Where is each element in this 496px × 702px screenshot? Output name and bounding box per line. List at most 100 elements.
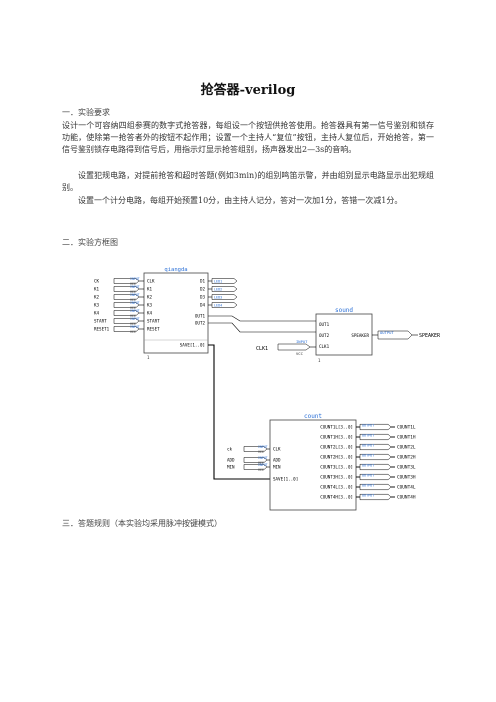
qiangda-port-out-2: D3: [200, 295, 206, 300]
qiangda-port-out-1: D2: [200, 287, 206, 292]
clk1-input: CLK1 INPUT VCC: [256, 339, 316, 356]
input-pin-label-5: START: [94, 319, 107, 324]
count-output-symbol-6: [359, 483, 392, 491]
sound-block: sound OUT1 OUT2 CLK1 SPEAKER 1: [315, 307, 373, 363]
count-output-symbol-7: [359, 493, 392, 501]
paragraph-score-circuit: 设置一个计分电路，每组开始预置10分，由主持人记分，答对一次加1分，答错一次减1…: [78, 196, 403, 205]
paragraph-requirements: 设计一个可容纳四组参赛的数字式抢答器，每组设一个按钮供抢答使用。抢答器具有第一信…: [62, 121, 434, 155]
count-output-tag-4: OUTPUT: [362, 463, 374, 467]
count-port-out-3: COUNT2H[3..0]: [320, 455, 353, 460]
input-pin-label-4: K4: [94, 311, 100, 316]
qiangda-instance: 1: [147, 355, 150, 360]
led-output-label-2: LED3: [214, 295, 222, 299]
count-output-symbol-1: [359, 433, 392, 441]
led-output-label-0: LED1: [214, 279, 222, 283]
qiangda-port-in-1: K1: [147, 287, 153, 292]
input-pin-vcc-3: VCC: [130, 306, 136, 310]
count-output-label-3: COUNT2H: [397, 455, 416, 461]
count-port-out-4: COUNT3L[3..0]: [320, 465, 353, 470]
input-pin-label-2: K2: [94, 295, 100, 300]
speaker-output-tag: OUTPUT: [380, 330, 394, 335]
count-port-out-6: COUNT4L[3..0]: [320, 485, 353, 490]
count-port-out-5: COUNT3H[3..0]: [320, 475, 353, 480]
count-input-symbol-1: [243, 457, 268, 463]
document-title: 抢答器-verilog: [200, 83, 296, 98]
count-input-vcc-0: VCC: [258, 450, 264, 454]
sound-port-clk1: CLK1: [319, 344, 330, 349]
count-output-tag-7: OUTPUT: [362, 493, 374, 497]
count-output-label-5: COUNT3H: [397, 475, 416, 481]
count-port-out-1: COUNT1H[3..0]: [320, 435, 353, 440]
speaker-output: OUTPUT SPEAKER: [372, 330, 441, 340]
count-block-name: count: [304, 413, 322, 420]
input-pin-tag-3: INPUT: [130, 301, 140, 305]
count-output-tag-1: OUTPUT: [362, 433, 374, 437]
qiangda-block: qiangda 1 CLKK1K2K3K4STARTRESETD1D2D3D4O…: [143, 267, 209, 360]
input-pin-symbol-2: [113, 294, 140, 300]
count-port-out-2: COUNT2L[3..0]: [320, 445, 353, 450]
input-pin-symbol-5: [113, 318, 140, 324]
input-pin-vcc-5: VCC: [130, 322, 136, 326]
count-port-in-2: MIN: [273, 465, 281, 470]
input-pin-vcc-0: VCC: [130, 282, 136, 286]
count-output-symbol-3: [359, 453, 392, 461]
sound-port-speaker: SPEAKER: [351, 333, 369, 338]
section-heading-3: 三．答题规则（本实验均采用脉冲按键模式）: [62, 519, 222, 528]
input-pin-vcc-1: VCC: [130, 290, 136, 294]
led-output-symbol-0: [211, 278, 238, 284]
count-output-tag-3: OUTPUT: [362, 453, 374, 457]
input-pin-symbol-0: [113, 278, 140, 284]
count-input-label-1: ADD: [227, 458, 235, 463]
led-output-symbol-3: [211, 302, 238, 308]
input-pin-vcc-4: VCC: [130, 314, 136, 318]
input-pin-symbol-4: [113, 310, 140, 316]
count-output-label-6: COUNT4L: [397, 485, 416, 491]
count-output-symbol-2: [359, 443, 392, 451]
paragraph-foul-circuit: 设置犯规电路，对提前抢答和超时答题(例如3min)的组别鸣笛示警，并由组别显示电…: [62, 171, 434, 193]
count-output-tag-5: OUTPUT: [362, 473, 374, 477]
clk1-input-tag: INPUT: [296, 339, 308, 344]
count-port-out-7: COUNT4H[3..0]: [320, 495, 353, 500]
qiangda-port-out-0: D1: [200, 279, 206, 284]
qiangda-port-in-6: RESET: [147, 327, 160, 332]
count-output-label-1: COUNT1H: [397, 435, 416, 441]
count-output-tag-0: OUTPUT: [362, 423, 374, 427]
qiangda-port-in-0: CLK: [147, 279, 155, 284]
input-pin-label-1: K1: [94, 287, 100, 292]
input-pin-tag-5: INPUT: [130, 317, 140, 321]
qiangda-port-out-3: D4: [200, 303, 206, 308]
sound-instance: 1: [318, 358, 321, 363]
sound-port-out1: OUT1: [319, 322, 330, 327]
input-pin-tag-2: INPUT: [130, 293, 140, 297]
count-input-vcc-2: VCC: [258, 468, 264, 472]
input-pin-tag-4: INPUT: [130, 309, 140, 313]
input-pin-symbol-1: [113, 286, 140, 292]
qiangda-port-out-5: OUT2: [195, 321, 206, 326]
clk1-vcc: VCC: [296, 351, 303, 356]
count-port-out-0: COUNT1L[3..0]: [320, 425, 353, 430]
count-output-tag-2: OUTPUT: [362, 443, 374, 447]
input-pin-tag-6: INPUT: [130, 325, 140, 329]
count-port-in-0: CLK: [273, 447, 281, 452]
count-output-symbol-4: [359, 463, 392, 471]
qiangda-port-in-3: K3: [147, 303, 153, 308]
led-output-label-1: LED2: [214, 287, 222, 291]
input-pin-tag-1: INPUT: [130, 285, 140, 289]
count-output-label-7: COUNT4H: [397, 495, 416, 501]
count-input-label-2: MIN: [227, 465, 235, 470]
count-output-tag-6: OUTPUT: [362, 483, 374, 487]
section-heading-1: 一．实验要求: [62, 108, 110, 117]
input-pin-label-6: RESET1: [94, 327, 110, 332]
input-pin-label-3: K3: [94, 303, 100, 308]
count-input-symbol-2: [243, 464, 268, 470]
wires-out-to-sound: [208, 315, 316, 333]
qiangda-port-out-4: OUT1: [195, 314, 206, 319]
qiangda-port-out-6: SAVE[1..0]: [180, 343, 205, 348]
count-input-label-0: ck: [227, 447, 233, 452]
count-port-in-1: ADD: [273, 458, 281, 463]
count-input-tag-1: INPUT: [258, 456, 268, 460]
qiangda-port-in-2: K2: [147, 295, 153, 300]
count-output-label-2: COUNT2L: [397, 445, 416, 451]
led-output-symbol-1: [211, 286, 238, 292]
count-input-symbol-0: [243, 446, 268, 452]
